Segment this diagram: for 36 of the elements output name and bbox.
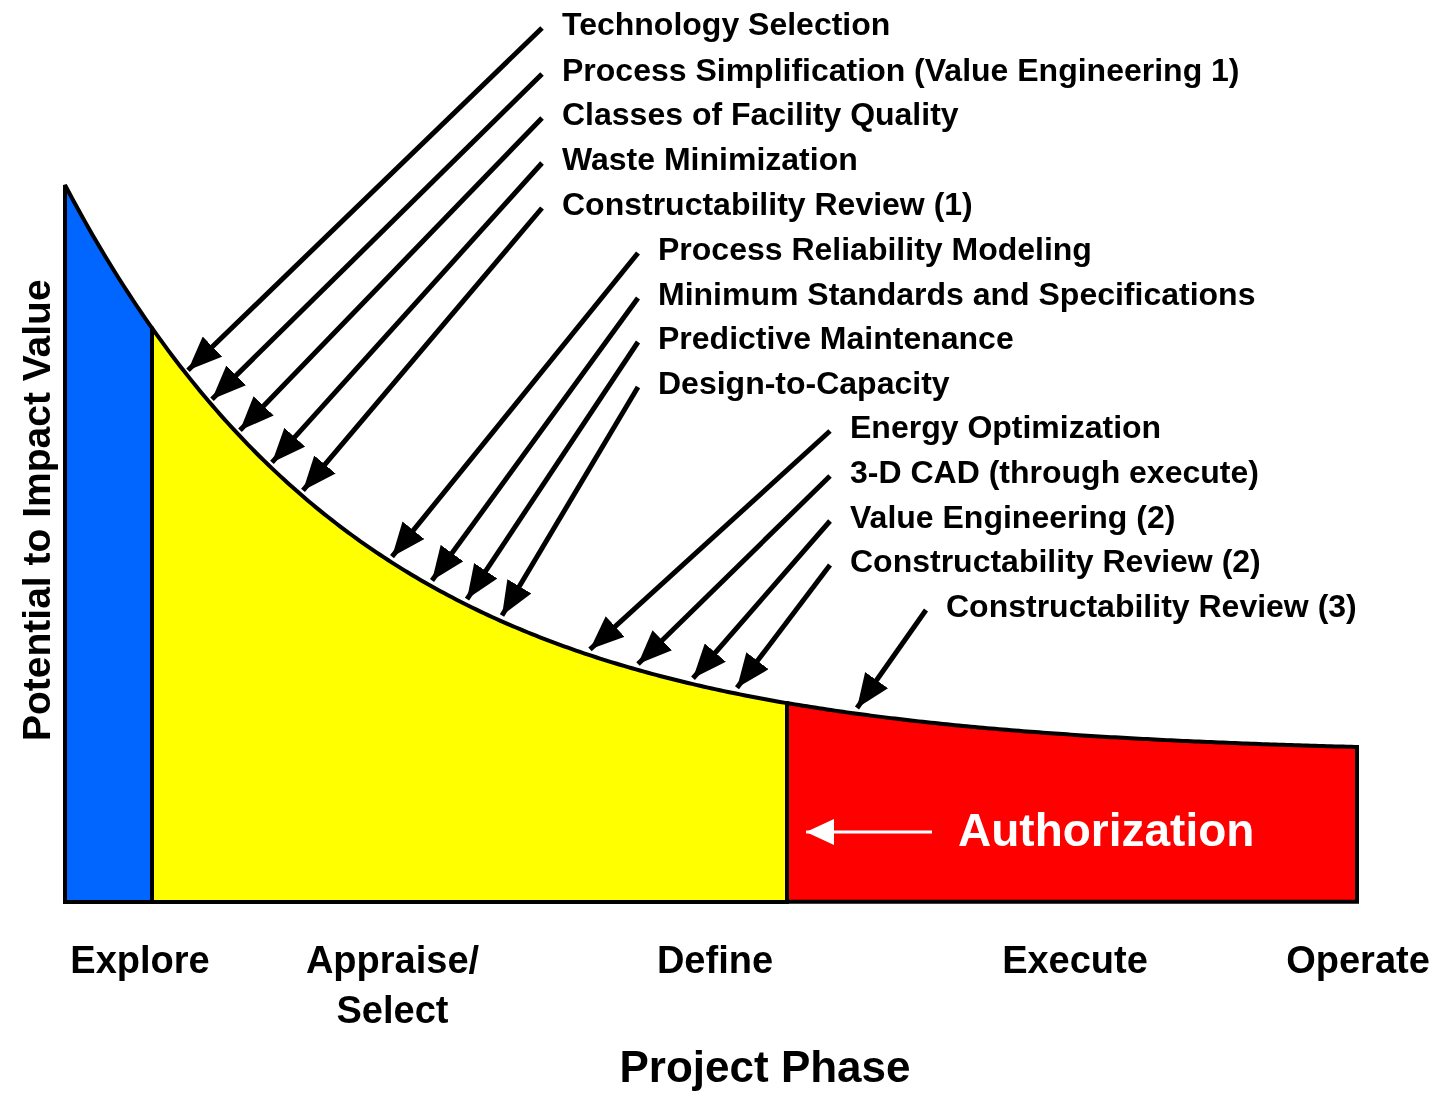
arrow [588, 429, 832, 652]
arrow [464, 340, 641, 601]
arrow [636, 474, 832, 666]
gate-label: Authorization [958, 804, 1255, 856]
phase-label: Explore [69, 938, 211, 983]
step-label: Minimum Standards and Specifications [658, 276, 1256, 312]
phase-label: Appraise/ Select [304, 938, 481, 1033]
arrow [270, 161, 544, 465]
arrow [210, 72, 544, 401]
step-label: Design-to-Capacity [658, 365, 950, 401]
step-label: Process Reliability Modeling [658, 231, 1092, 267]
step-label: Energy Optimization [850, 409, 1162, 445]
phase-label: Execute [1001, 938, 1149, 983]
arrow [429, 296, 640, 583]
step-label: 3-D CAD (through execute) [850, 454, 1259, 490]
arrow [301, 206, 544, 493]
step-label: Predictive Maintenance [658, 320, 1014, 356]
step-label: Constructability Review (1) [562, 186, 973, 222]
step-label: Classes of Facility Quality [562, 96, 959, 132]
arrow [390, 251, 640, 559]
axis-title: Potential to Impact Value [14, 278, 59, 743]
step-label: Constructability Review (3) [946, 588, 1357, 624]
step-label: Value Engineering (2) [850, 499, 1176, 535]
axis-title: Project Phase [618, 1042, 912, 1092]
arrow [499, 385, 641, 617]
arrow [238, 116, 544, 433]
step-label: Technology Selection [562, 6, 891, 42]
step-label: Constructability Review (2) [850, 543, 1261, 579]
phase-label: Define [655, 938, 775, 983]
phase-label: Operate [1285, 938, 1431, 983]
step-label: Waste Minimization [562, 141, 858, 177]
arrow [854, 608, 929, 710]
arrow [735, 563, 832, 690]
step-label: Process Simplification (Value Engineering 1) [562, 52, 1240, 88]
arrow [186, 26, 544, 372]
arrow [691, 519, 832, 680]
